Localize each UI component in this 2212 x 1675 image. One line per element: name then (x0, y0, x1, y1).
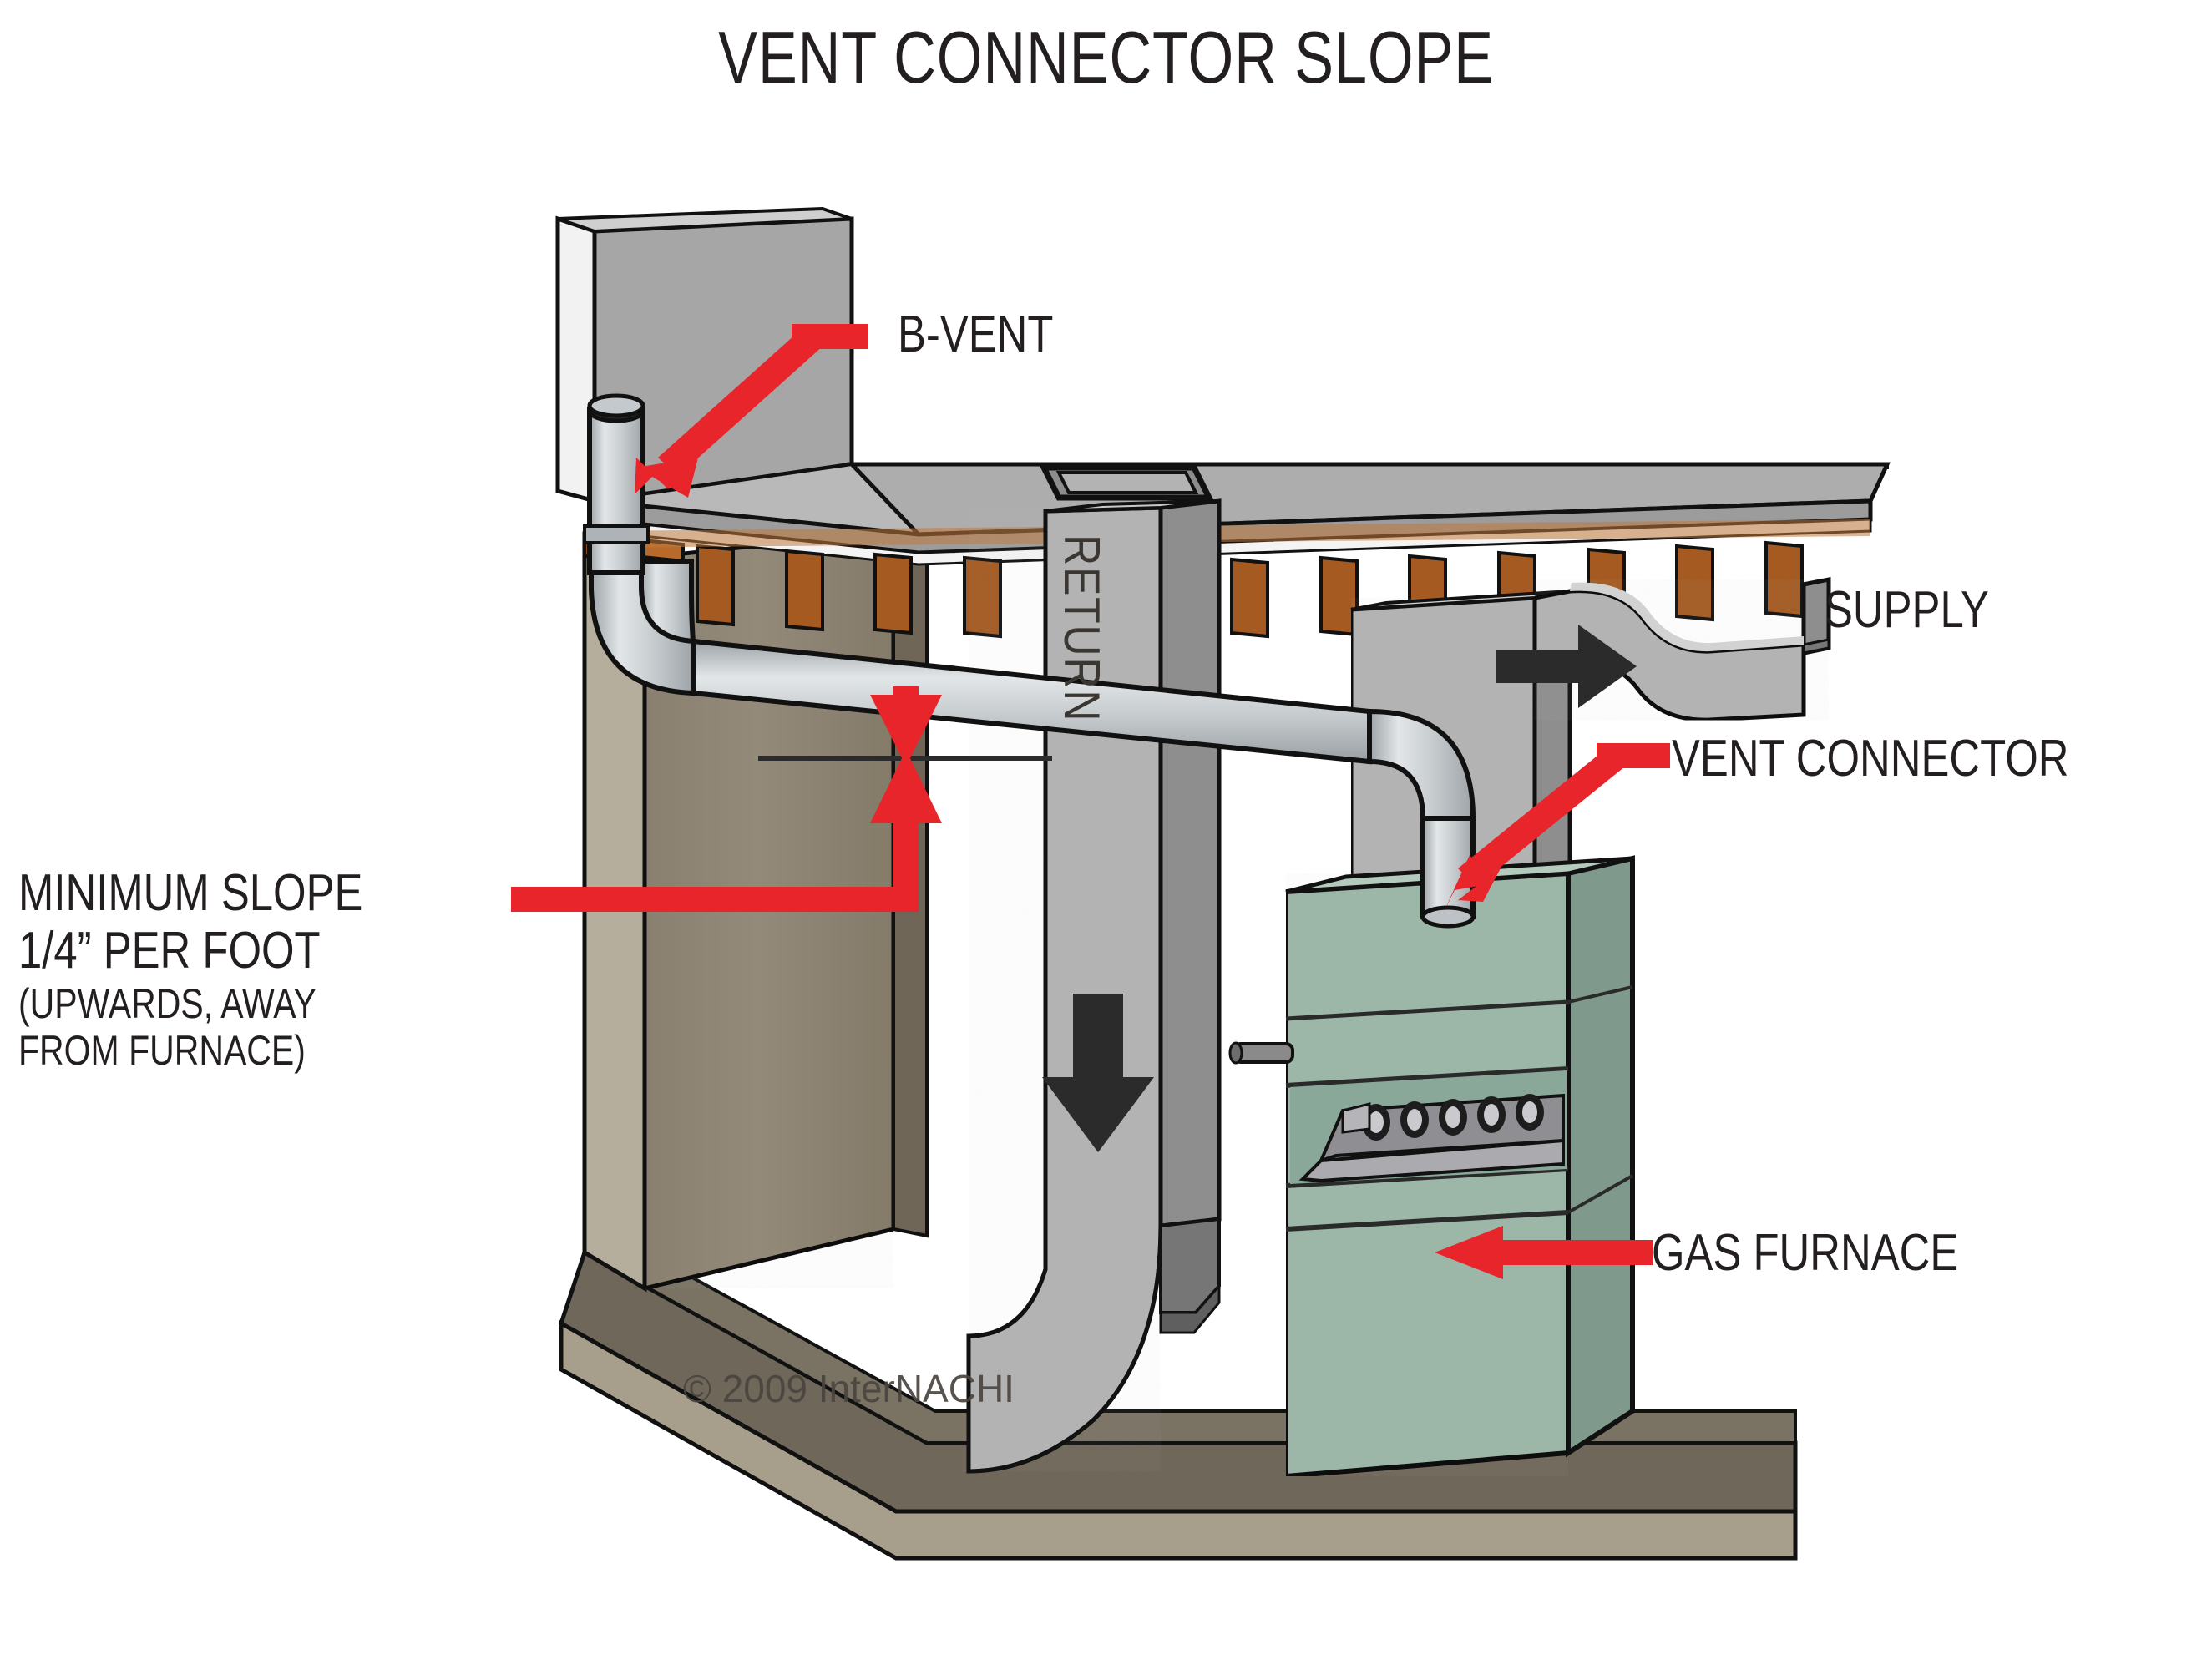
min-slope-line-1: MINIMUM SLOPE (18, 864, 363, 922)
vent-connector-pipe (589, 559, 1476, 929)
b-vent-pipe (583, 393, 650, 575)
min-slope-line-3: (UPWARDS, AWAY (18, 979, 316, 1027)
page-title: VENT CONNECTOR SLOPE (718, 16, 1494, 99)
label-b-vent: B-VENT (898, 306, 1054, 363)
label-vent-connector: VENT CONNECTOR (1672, 730, 2069, 787)
return-duct (966, 498, 1222, 1474)
gas-furnace-callout-arrow (1435, 1226, 1653, 1279)
burner-assembly (1298, 1093, 1565, 1183)
supply-airflow-arrow (1496, 625, 1637, 708)
gas-line-stub (1228, 1041, 1294, 1065)
min-slope-line-4: FROM FURNACE) (18, 1026, 306, 1074)
ceiling-register-opening (1039, 464, 1214, 501)
min-slope-line-2: 1/4” PER FOOT (18, 922, 321, 980)
supply-duct (1496, 576, 1831, 722)
b-vent-callout-arrow (635, 324, 868, 498)
label-return-duct: RETURN (1054, 534, 1110, 723)
upper-back-wall (555, 206, 854, 504)
vent-connector-callout-arrow (1443, 743, 1670, 912)
label-gas-furnace: GAS FURNACE (1652, 1224, 1959, 1282)
gas-furnace (1228, 855, 1635, 1480)
copyright-notice: © 2009 InterNACHI (683, 1367, 1015, 1410)
return-airflow-arrow (1042, 994, 1154, 1152)
minimum-slope-callout-arrow (511, 686, 942, 912)
label-supply: SUPPLY (1825, 581, 1989, 639)
label-minimum-slope: MINIMUM SLOPE 1/4” PER FOOT (UPWARDS, AW… (18, 864, 362, 1074)
